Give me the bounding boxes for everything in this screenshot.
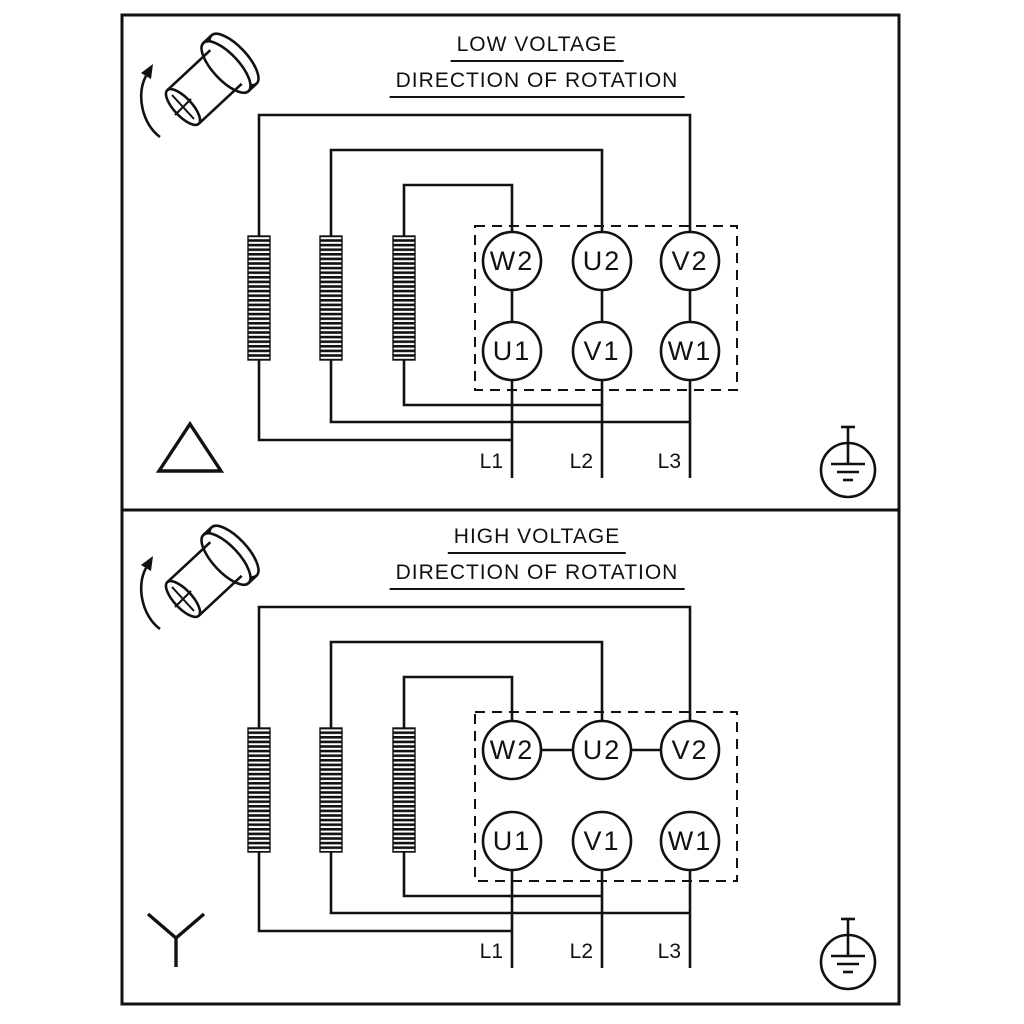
motor-winding-coil: [247, 235, 271, 361]
terminal-label: U2: [583, 246, 622, 276]
delta-connection-icon: [155, 420, 225, 473]
high-voltage-panel: W2 U2 V2 U1 V1 W1 L1 L2 L3: [139, 517, 877, 991]
supply-line-label: L1: [480, 940, 503, 963]
terminal-circle-u2: [571, 719, 633, 781]
high-voltage-subtitle: DIRECTION OF ROTATION: [389, 561, 685, 590]
terminal-circle-u2: [571, 230, 633, 292]
supply-line-label: L1: [480, 450, 503, 473]
terminal-label: U2: [583, 735, 622, 765]
terminal-circle-v2: [659, 230, 721, 292]
motor-winding-coil: [247, 727, 271, 853]
supply-line-label: L3: [658, 940, 681, 963]
terminal-label: U1: [493, 826, 532, 856]
winding1-wire: [257, 113, 692, 442]
terminal-circle-w1: [659, 810, 721, 872]
terminal-circle-w2: [481, 230, 543, 292]
high-voltage-title: HIGH VOLTAGE: [447, 525, 627, 554]
motor-shaft-icon: [139, 25, 268, 139]
terminal-board-outline: [474, 711, 738, 882]
low-voltage-subtitle: DIRECTION OF ROTATION: [389, 69, 685, 98]
terminal-circle-u1: [481, 810, 543, 872]
terminal-circle-v2: [659, 719, 721, 781]
low-voltage-panel: W2 U2 V2 U1 V1 W1 L1 L2 L3: [139, 25, 877, 499]
terminal-label: V2: [671, 735, 708, 765]
terminal-label: W2: [490, 246, 535, 276]
terminal-circle-u1: [481, 320, 543, 382]
terminal-circle-w2: [481, 719, 543, 781]
terminal-label: W1: [668, 336, 713, 366]
terminal-circle-v1: [571, 810, 633, 872]
terminal-label: V2: [671, 246, 708, 276]
motor-winding-coil: [319, 727, 343, 853]
winding3-wire: [402, 675, 602, 898]
motor-winding-coil: [392, 727, 416, 853]
winding3-wire: [402, 183, 602, 407]
earth-ground-icon: [819, 916, 877, 991]
terminal-label: V1: [583, 826, 620, 856]
winding2-wire: [329, 148, 690, 424]
motor-winding-coil: [319, 235, 343, 361]
terminal-circle-v1: [571, 320, 633, 382]
motor-winding-coil: [392, 235, 416, 361]
supply-line-label: L2: [570, 450, 593, 473]
low-voltage-title: LOW VOLTAGE: [450, 33, 624, 62]
winding2-wire: [329, 640, 690, 915]
terminal-label: V1: [583, 336, 620, 366]
terminal-label: W2: [490, 735, 535, 765]
star-connection-icon: [146, 912, 206, 967]
terminal-circle-w1: [659, 320, 721, 382]
motor-shaft-icon: [139, 517, 268, 631]
terminal-board-outline: [474, 225, 738, 391]
earth-ground-icon: [819, 424, 877, 499]
supply-line-label: L3: [658, 450, 681, 473]
winding1-wire: [257, 605, 692, 933]
supply-line-label: L2: [570, 940, 593, 963]
terminal-label: W1: [668, 826, 713, 856]
terminal-label: U1: [493, 336, 532, 366]
